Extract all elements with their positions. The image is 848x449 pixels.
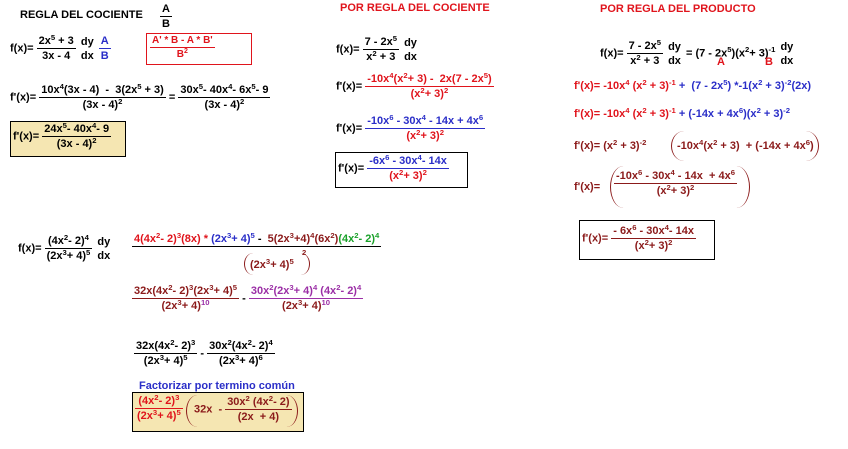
result-box-4 [132, 392, 304, 432]
fpx-product-step2: f'(x)= -10x4 (x2 + 3)-1 + (-14x + 4x6)(x… [574, 105, 791, 120]
factor-heading: Factorizar por termino común [139, 380, 295, 392]
fpx-second-result: f'(x)= -6x6 - 30x4- 14x(x2+ 3)2 [338, 152, 449, 182]
label-a-product: A [717, 56, 725, 68]
paren-step4 [610, 166, 750, 208]
fpx-third-step3: 32x(4x2- 2)3(2x3+ 4)5 - 30x2(4x2- 2)4(2x… [134, 337, 275, 367]
title-por-cociente: POR REGLA DEL COCIENTE [340, 2, 490, 14]
result-box-3 [579, 220, 715, 260]
fpx-third-step1-den: (2x3+ 4)5 [250, 256, 294, 271]
fpx-product-step3: f'(x)= (x2 + 3)-2 [574, 137, 647, 152]
result-box-2 [335, 152, 468, 188]
fpx-third-step1: 4(4x2- 2)3(8x) * (2x3+ 4)5 - 5(2x3+4)4(6… [132, 230, 382, 247]
fpx-second-step2: f'(x)= -10x6 - 30x4 - 14x + 4x6(x2+ 3)2 [336, 112, 486, 142]
factor-inner: 32x - 30x2 (4x2- 2)(2x + 4) [194, 393, 292, 423]
quotient-rule-formula: A' * B - A * B'B2 [150, 35, 215, 60]
paren-den-third [244, 253, 310, 275]
title-por-producto: POR REGLA DEL PRODUCTO [600, 3, 756, 15]
fpx-product-step4-label: f'(x)= [574, 181, 601, 193]
quotient-rule-box [146, 33, 252, 65]
fpx-product-result: f'(x)= - 6x6 - 30x4- 14x(x2+ 3)2 [582, 222, 696, 252]
fpx-result1: f'(x)= 24x5- 40x4- 9(3x - 4)2 [13, 120, 112, 150]
result-box-1 [10, 121, 126, 157]
paren-factor [186, 395, 298, 427]
fpx-third-step1-den-exp: 2 [302, 247, 307, 257]
fpx-step1: f'(x)= 10x4(3x - 4) - 3(2x5 + 3)(3x - 4)… [10, 81, 271, 111]
fpx-product-step4: -10x6 - 30x4 - 14x + 4x6(x2+ 3)2 [614, 167, 737, 197]
fpx-third-step2: 32x(4x2- 2)3(2x3+ 4)5(2x3+ 4)10 - 30x2(2… [132, 282, 364, 312]
factor-term: (4x2- 2)3(2x3+ 4)5 [135, 392, 183, 422]
label-b-product: B [765, 56, 773, 68]
fpx-product-step3-inner: -10x4(x2 + 3) + (-14x + 4x6) [677, 137, 814, 152]
title-regla-cociente: REGLA DEL COCIENTE [20, 9, 143, 21]
paren-step3 [671, 131, 819, 161]
fpx-second-step1: f'(x)= -10x4(x2+ 3) - 2x(7 - 2x5)(x2+ 3)… [336, 70, 494, 100]
fpx-product-step1: f'(x)= -10x4 (x2 + 3)-1 + (7 - 2x5) *-1(… [574, 77, 812, 92]
